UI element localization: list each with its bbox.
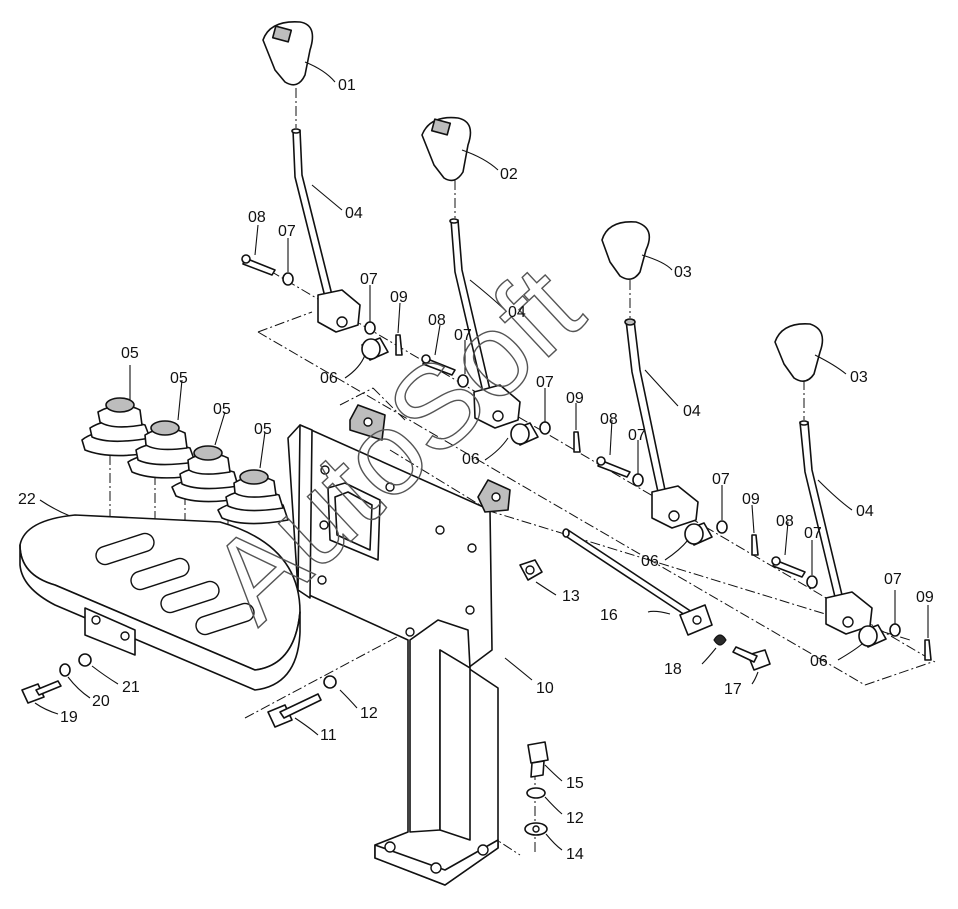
callout-05: 05 [121, 345, 139, 362]
callout-07: 07 [454, 327, 472, 344]
control-knobs [262, 21, 824, 382]
callout-16: 16 [600, 607, 618, 624]
callout-18: 18 [664, 661, 682, 678]
callout-11: 11 [320, 727, 337, 744]
callout-10: 10 [536, 680, 554, 697]
boot-2 [127, 420, 201, 479]
levers [291, 128, 873, 635]
callout-09: 09 [390, 289, 408, 306]
small-hardware [241, 254, 932, 661]
callout-08: 08 [428, 312, 446, 329]
callout-12: 12 [360, 705, 378, 722]
callout-15: 15 [566, 775, 584, 792]
callout-04: 04 [508, 304, 526, 321]
callout-04: 04 [683, 403, 701, 420]
callout-03: 03 [850, 369, 868, 386]
callout-07: 07 [360, 271, 378, 288]
leader-lines [34, 61, 929, 851]
callout-07: 07 [536, 374, 554, 391]
callout-20: 20 [92, 693, 110, 710]
callout-09: 09 [916, 589, 934, 606]
callout-12: 12 [566, 810, 584, 827]
callout-22: 22 [18, 491, 36, 508]
callout-07: 07 [712, 471, 730, 488]
callout-04: 04 [856, 503, 874, 520]
main-bracket [287, 404, 511, 886]
callout-01: 01 [338, 77, 356, 94]
callout-06: 06 [320, 370, 338, 387]
rubber-boots [81, 397, 289, 525]
callout-07: 07 [628, 427, 646, 444]
callout-08: 08 [248, 209, 266, 226]
callout-07: 07 [278, 223, 296, 240]
boot-3 [171, 445, 244, 503]
callout-05: 05 [213, 401, 231, 418]
boot-4 [217, 469, 289, 525]
tray-plate [19, 514, 301, 691]
callout-09: 09 [566, 390, 584, 407]
callout-14: 14 [566, 846, 584, 863]
callout-06: 06 [462, 451, 480, 468]
callout-17: 17 [724, 681, 742, 698]
callout-19: 19 [60, 709, 78, 726]
callout-08: 08 [776, 513, 794, 530]
callout-labels: 01 02 03 03 04 04 04 04 05 05 05 05 06 0… [18, 77, 934, 863]
callout-21: 21 [122, 679, 140, 696]
callout-05: 05 [170, 370, 188, 387]
callout-07: 07 [884, 571, 902, 588]
callout-08: 08 [600, 411, 618, 428]
callout-03: 03 [674, 264, 692, 281]
callout-04: 04 [345, 205, 363, 222]
callout-13: 13 [562, 588, 580, 605]
callout-02: 02 [500, 166, 518, 183]
shaft-and-fasteners [21, 528, 771, 836]
callout-06: 06 [641, 553, 659, 570]
callout-06: 06 [810, 653, 828, 670]
callout-07: 07 [804, 525, 822, 542]
callout-05: 05 [254, 421, 272, 438]
callout-09: 09 [742, 491, 760, 508]
